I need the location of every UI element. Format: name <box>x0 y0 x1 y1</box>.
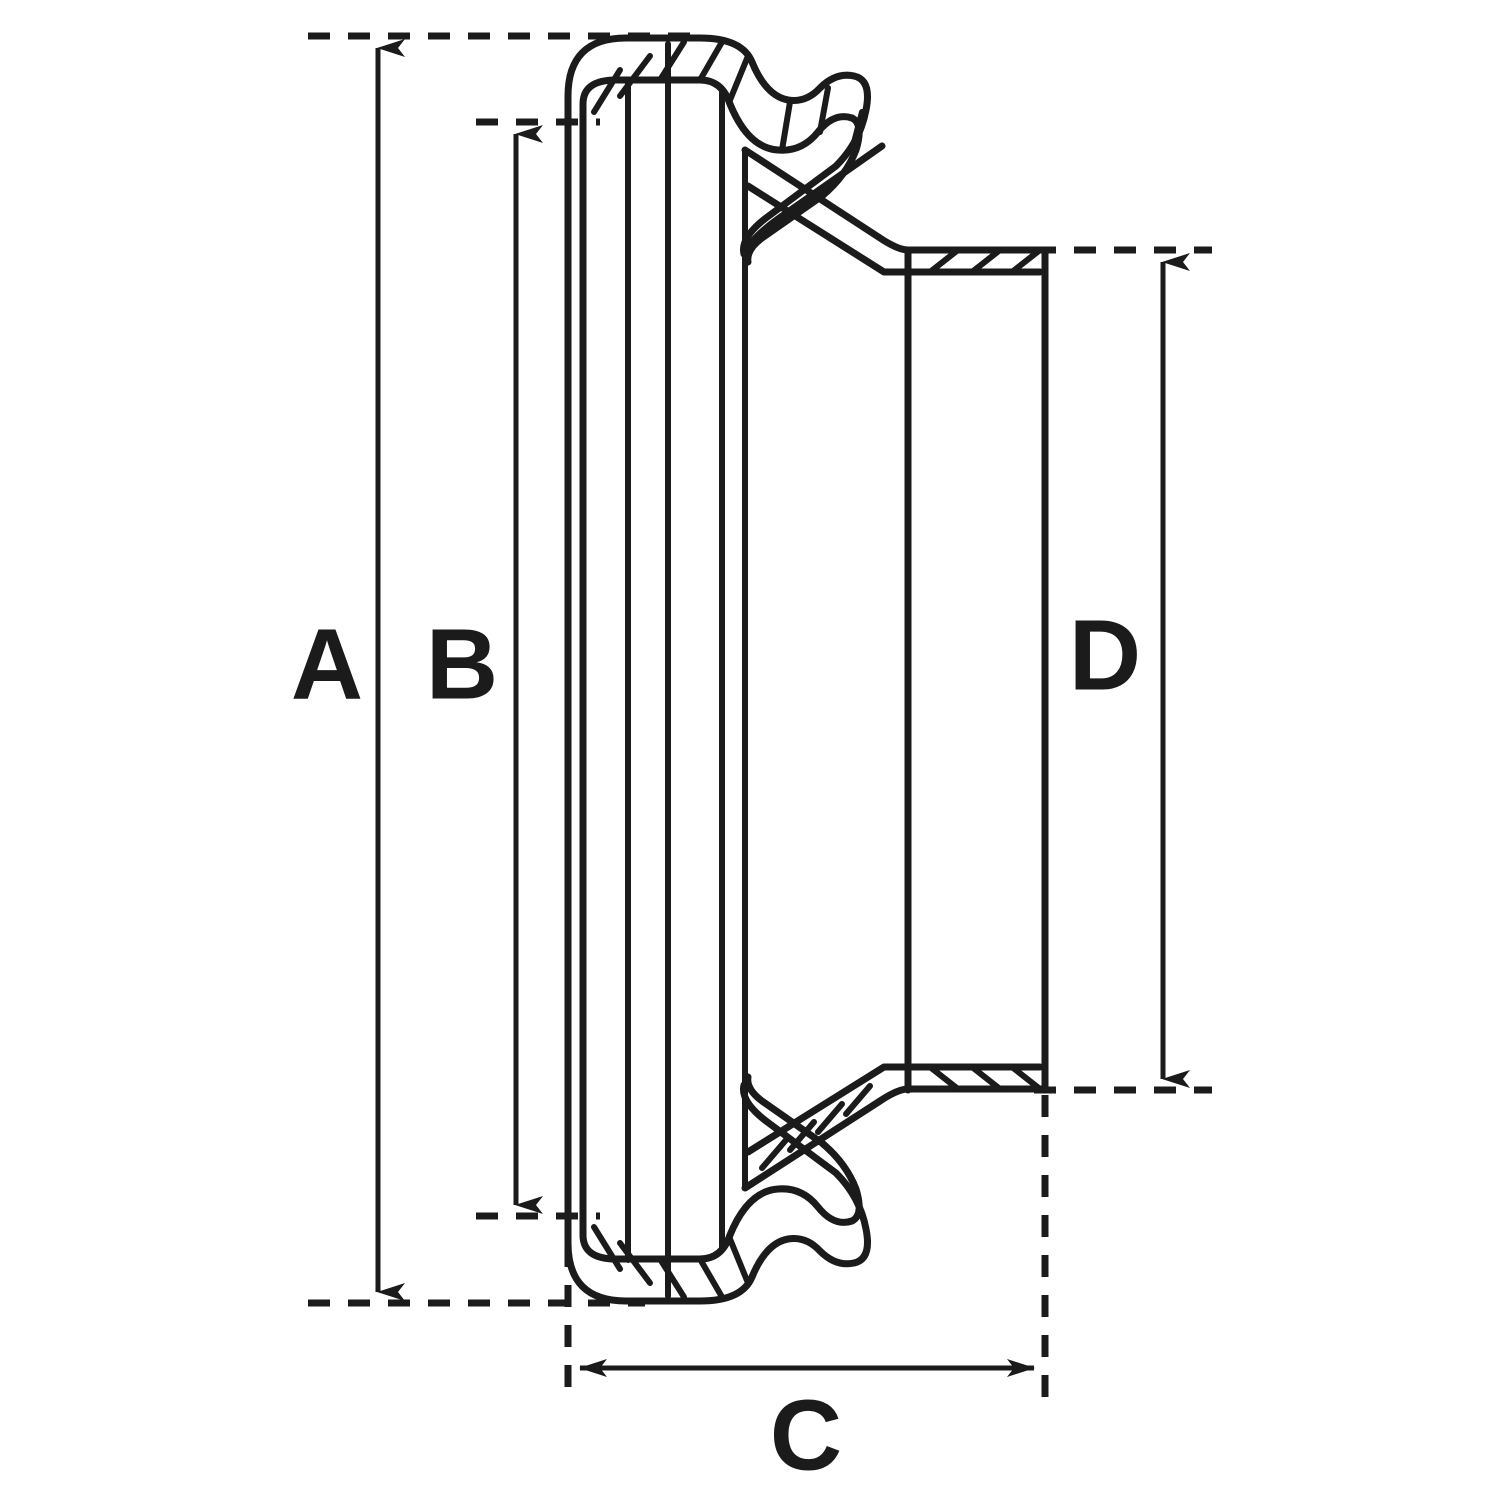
hatch-marks-top-flange <box>591 39 751 115</box>
hatch-tick <box>617 53 653 99</box>
dimension-label-c: C <box>770 1379 842 1491</box>
hatch-marks-bottom-flange <box>591 1224 751 1300</box>
hatch-tick <box>657 1256 687 1300</box>
taper-bottom-inner-curve <box>744 1073 863 1225</box>
hatch-tick <box>697 1256 725 1300</box>
hatch-tick <box>1009 1064 1043 1092</box>
taper-bottom-outer-curve <box>739 1081 871 1267</box>
hatch-tick <box>815 1101 845 1135</box>
hatch-tick <box>817 85 831 135</box>
flange-top-outer-edge <box>564 34 858 132</box>
hatch-tick <box>779 99 793 153</box>
dimension-lines-group <box>375 39 1190 1377</box>
dimension-labels-group: A B C D <box>291 599 1141 1491</box>
hatch-tick <box>1009 247 1043 275</box>
hatch-tick <box>697 39 725 83</box>
hatch-tick <box>927 1064 961 1092</box>
flange-bottom-outer-edge <box>564 1207 858 1305</box>
hatch-tick <box>849 109 865 153</box>
hatch-tick <box>727 1236 751 1286</box>
hatch-tick <box>591 67 623 115</box>
hatch-tick <box>969 247 1003 275</box>
dimension-label-b: B <box>426 608 498 720</box>
part-cross-section-outline <box>564 34 1049 1305</box>
hatch-tick <box>843 1083 873 1117</box>
hatch-tick <box>657 39 687 83</box>
dimension-label-d: D <box>1069 599 1141 711</box>
hatch-marks-tube-end-bottom <box>927 1064 1043 1092</box>
hatch-tick <box>617 1240 653 1286</box>
hatch-marks-sbend-top <box>779 85 865 153</box>
hatch-tick <box>759 1137 789 1171</box>
hatch-tick <box>927 247 961 275</box>
hatch-tick <box>787 1119 817 1153</box>
hatch-tick <box>969 1064 1003 1092</box>
hatch-marks-tube-end-top <box>927 247 1043 275</box>
shoulder-diagonal-inner-bottom <box>744 1063 1044 1156</box>
hatch-marks-taper-bottom <box>759 1083 873 1171</box>
flange-bottom-inner-edge <box>579 1185 856 1263</box>
hatch-tick <box>727 53 751 103</box>
shoulder-diagonal-outer-bottom <box>741 1085 1049 1192</box>
hatch-tick <box>591 1224 623 1272</box>
dimension-label-a: A <box>291 608 363 720</box>
shoulder-diagonal-inner <box>744 182 1044 276</box>
